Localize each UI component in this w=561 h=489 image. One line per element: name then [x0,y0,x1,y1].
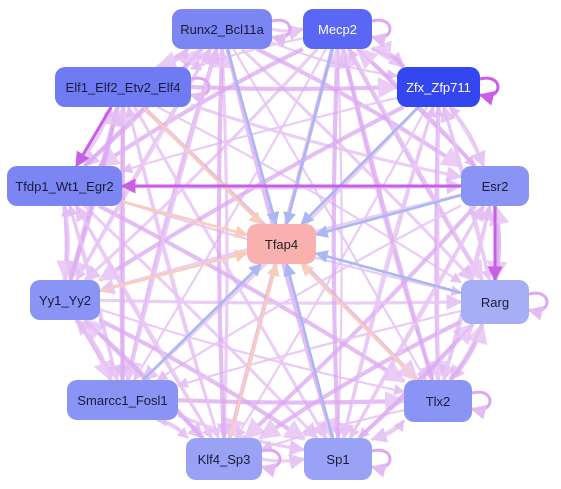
node-rarg: Rarg [461,280,529,324]
edge-sp1-tfap4 [283,262,334,439]
self-loop-sp1 [370,448,392,478]
edge-smarcc1-sp1 [177,413,306,456]
self-loop-tlx2 [470,390,492,420]
edge-tlx2-rarg [448,321,488,382]
edge-rarg-tfap4 [314,250,462,295]
edge-sp1-tlx2 [371,419,405,441]
edge-sp1-esr2 [348,204,485,439]
edge-esr2-tfap4 [314,193,462,238]
edge-strong-elf1-tfdp1 [75,106,113,168]
edge-elf1-tfap4 [142,106,263,225]
edge-zfx-tfap4 [300,106,420,225]
edge-runx2-tlx2 [232,48,427,381]
edge-elf1-sp1 [133,106,328,440]
edge-tlx2-tfap4 [300,263,418,381]
edge-elf1-rarg [157,106,462,284]
edge-yy1-tfap4 [99,249,249,293]
edge-klf4-tfap4 [228,262,280,439]
edge-rarg-smarcc1 [176,309,462,388]
edge-mecp2-tfap4 [283,48,334,226]
edge-smarcc1-tfap4 [141,263,263,381]
edge-zfx-tfdp1 [120,96,398,174]
node-tlx2: Tlx2 [404,380,472,422]
node-esr2: Esr2 [461,166,529,206]
edge-yy1-tfdp1 [61,204,73,281]
edge-smarcc1-yy1 [75,318,113,381]
node-sp1: Sp1 [304,438,372,480]
self-loop-runx2 [270,18,292,48]
edge-mecp2-smarcc1 [133,48,327,381]
edge-runx2-tfap4 [226,48,280,226]
edge-klf4-smarcc1 [155,415,189,439]
edge-mecp2-sp1 [332,48,344,440]
node-tfdp1: Tfdp1_Wt1_Egr2 [7,166,122,206]
edge-klf4-runx2 [210,46,232,439]
edge-klf4-sp1 [261,453,306,470]
node-runx2: Runx2_Bcl11a [172,9,272,49]
node-klf4: Klf4_Sp3 [186,438,262,480]
edge-elf1-esr2 [190,103,463,182]
self-loop-rarg [527,291,549,321]
node-tfap4: Tfap4 [247,224,316,264]
self-loop-zfx [478,76,500,106]
node-yy1: Yy1_Yy2 [30,280,100,320]
edge-esr2-smarcc1 [156,204,462,381]
edge-smarcc1-klf4 [156,418,189,439]
edge-tfdp1-tfap4 [121,200,249,239]
edge-klf4-tfdp1 [74,204,214,439]
node-smarcc1: Smarcc1_Fosl1 [67,380,178,420]
edge-runx2-klf4 [216,48,233,440]
self-loop-klf4 [260,448,282,478]
edge-runx2-mecp2 [271,24,305,41]
node-elf1: Elf1_Elf2_Etv2_Elf4 [55,67,191,107]
edge-sp1-mecp2 [326,46,348,439]
edge-smarcc1-tlx2 [177,391,407,412]
self-loop-mecp2 [370,18,392,48]
node-zfx: Zfx_Zfp711 [397,67,480,107]
edge-runx2-rarg [240,47,475,282]
node-mecp2: Mecp2 [303,9,372,49]
self-loop-elf1 [189,76,211,106]
